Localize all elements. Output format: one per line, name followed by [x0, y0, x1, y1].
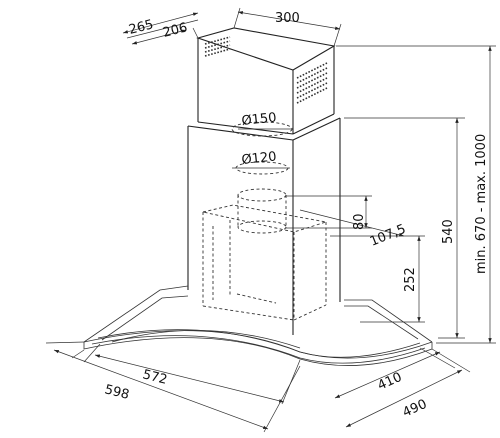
label-chimney-width: 300 — [275, 11, 300, 26]
label-depth-inner: 410 — [376, 370, 405, 394]
label-chimney-depth-inner: 206 — [161, 20, 189, 41]
label-depth-outer: 490 — [401, 397, 430, 421]
label-chimney-height: 540 — [441, 219, 456, 244]
label-duct-diameter-outer: Ø150 — [241, 110, 277, 129]
label-total-height-range: min. 670 - max. 1000 — [474, 134, 489, 274]
label-outlet-offset: 107,5 — [368, 222, 408, 250]
chimney-lower — [187, 117, 341, 335]
label-motor-height: 252 — [403, 267, 418, 292]
label-duct-diameter-inner: Ø120 — [241, 149, 277, 168]
label-chimney-depth-outer: 265 — [127, 17, 155, 38]
vent-slots-right — [296, 62, 328, 104]
chimney-upper — [196, 27, 336, 135]
dimension-lines — [45, 7, 496, 433]
dimension-labels: 300 265 206 Ø150 Ø120 80 107,5 252 540 m… — [103, 11, 489, 421]
label-width-inner: 572 — [141, 367, 169, 388]
label-outlet-height: 80 — [352, 213, 367, 230]
vent-slots-left — [204, 36, 231, 57]
label-width-outer: 598 — [103, 382, 131, 403]
glass-canopy — [83, 285, 433, 366]
